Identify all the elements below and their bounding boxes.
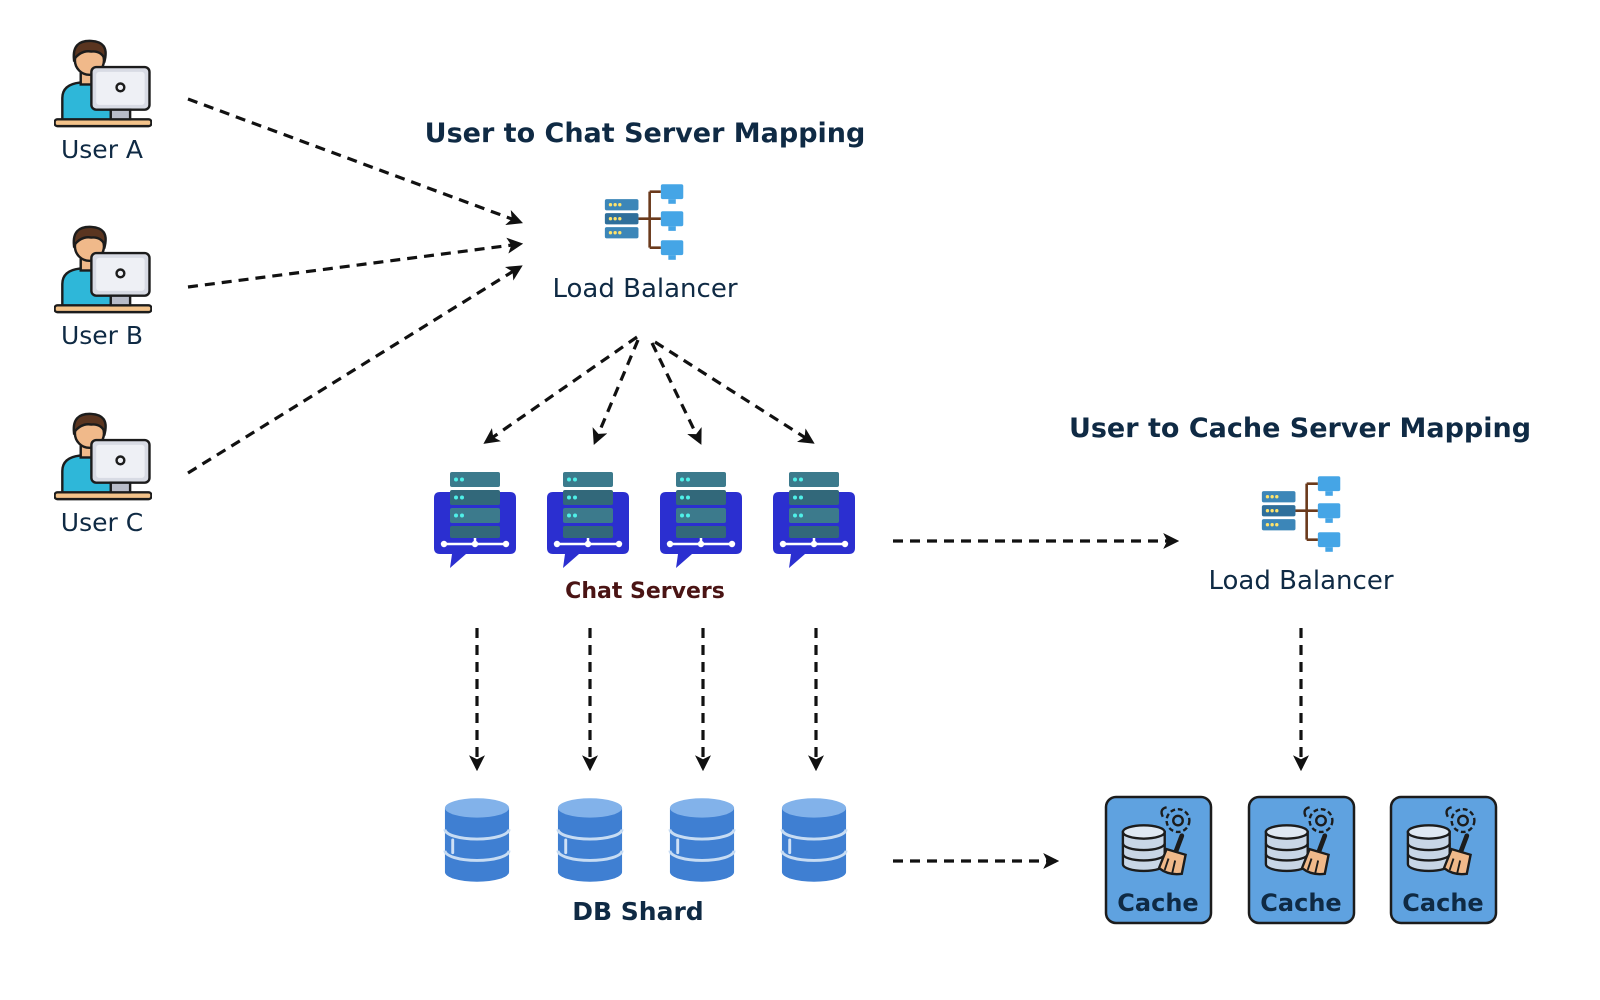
cache-load-balancer: User to Cache Server Mapping Load Balanc…: [1069, 413, 1531, 596]
database-icon: [556, 796, 624, 884]
chat-server-icon: [432, 470, 518, 570]
cache-lb-label: Load Balancer: [1208, 566, 1393, 596]
database-icon: [443, 796, 511, 884]
arrow-lb-to-chat-2: [592, 339, 640, 445]
cache-2: Cache: [1247, 795, 1356, 925]
user-computer-icon: [54, 225, 152, 314]
user-a: User A: [54, 39, 152, 164]
arrow-lb-to-chat-3: [650, 342, 702, 445]
arrow-user-a-to-lb: [187, 97, 524, 226]
cache-1: Cache: [1104, 795, 1213, 925]
user-b-label: User B: [61, 321, 143, 350]
db-shard-label: DB Shard: [572, 897, 703, 926]
user-a-label: User A: [61, 135, 143, 164]
chat-mapping-title: User to Chat Server Mapping: [425, 118, 866, 149]
arrow-lb-to-chat-1: [483, 335, 638, 444]
database-icon: [780, 796, 848, 884]
chat-lb-label: Load Balancer: [552, 274, 737, 304]
cache-label: Cache: [1402, 889, 1483, 917]
arrow-user-c-to-lb: [187, 265, 523, 475]
lb-to-chat-arrows: [483, 335, 815, 445]
database-icon: [668, 796, 736, 884]
user-c: User C: [54, 412, 152, 537]
user-computer-icon: [54, 39, 152, 128]
chat-load-balancer: User to Chat Server Mapping Load Balance…: [425, 118, 866, 304]
chat-server-icon: [771, 470, 857, 570]
user-c-label: User C: [61, 508, 143, 537]
arrow-lb-to-chat-4: [654, 340, 815, 444]
cache-label: Cache: [1117, 889, 1198, 917]
user-b: User B: [54, 225, 152, 350]
load-balancer-icon: [603, 182, 685, 262]
load-balancer-icon: [1260, 474, 1342, 554]
chat-server-icon: [545, 470, 631, 570]
chat-servers: Chat Servers: [432, 470, 857, 604]
chat-to-db-arrows: [469, 628, 824, 772]
user-computer-icon: [54, 412, 152, 501]
user-arrows: [187, 97, 524, 475]
cache-label: Cache: [1260, 889, 1341, 917]
chat-server-icon: [658, 470, 744, 570]
cache-3: Cache: [1389, 795, 1498, 925]
arrow-user-b-to-lb: [187, 237, 524, 289]
cache-mapping-title: User to Cache Server Mapping: [1069, 413, 1531, 444]
db-shards: DB Shard: [443, 796, 848, 926]
chat-servers-label: Chat Servers: [565, 579, 725, 604]
